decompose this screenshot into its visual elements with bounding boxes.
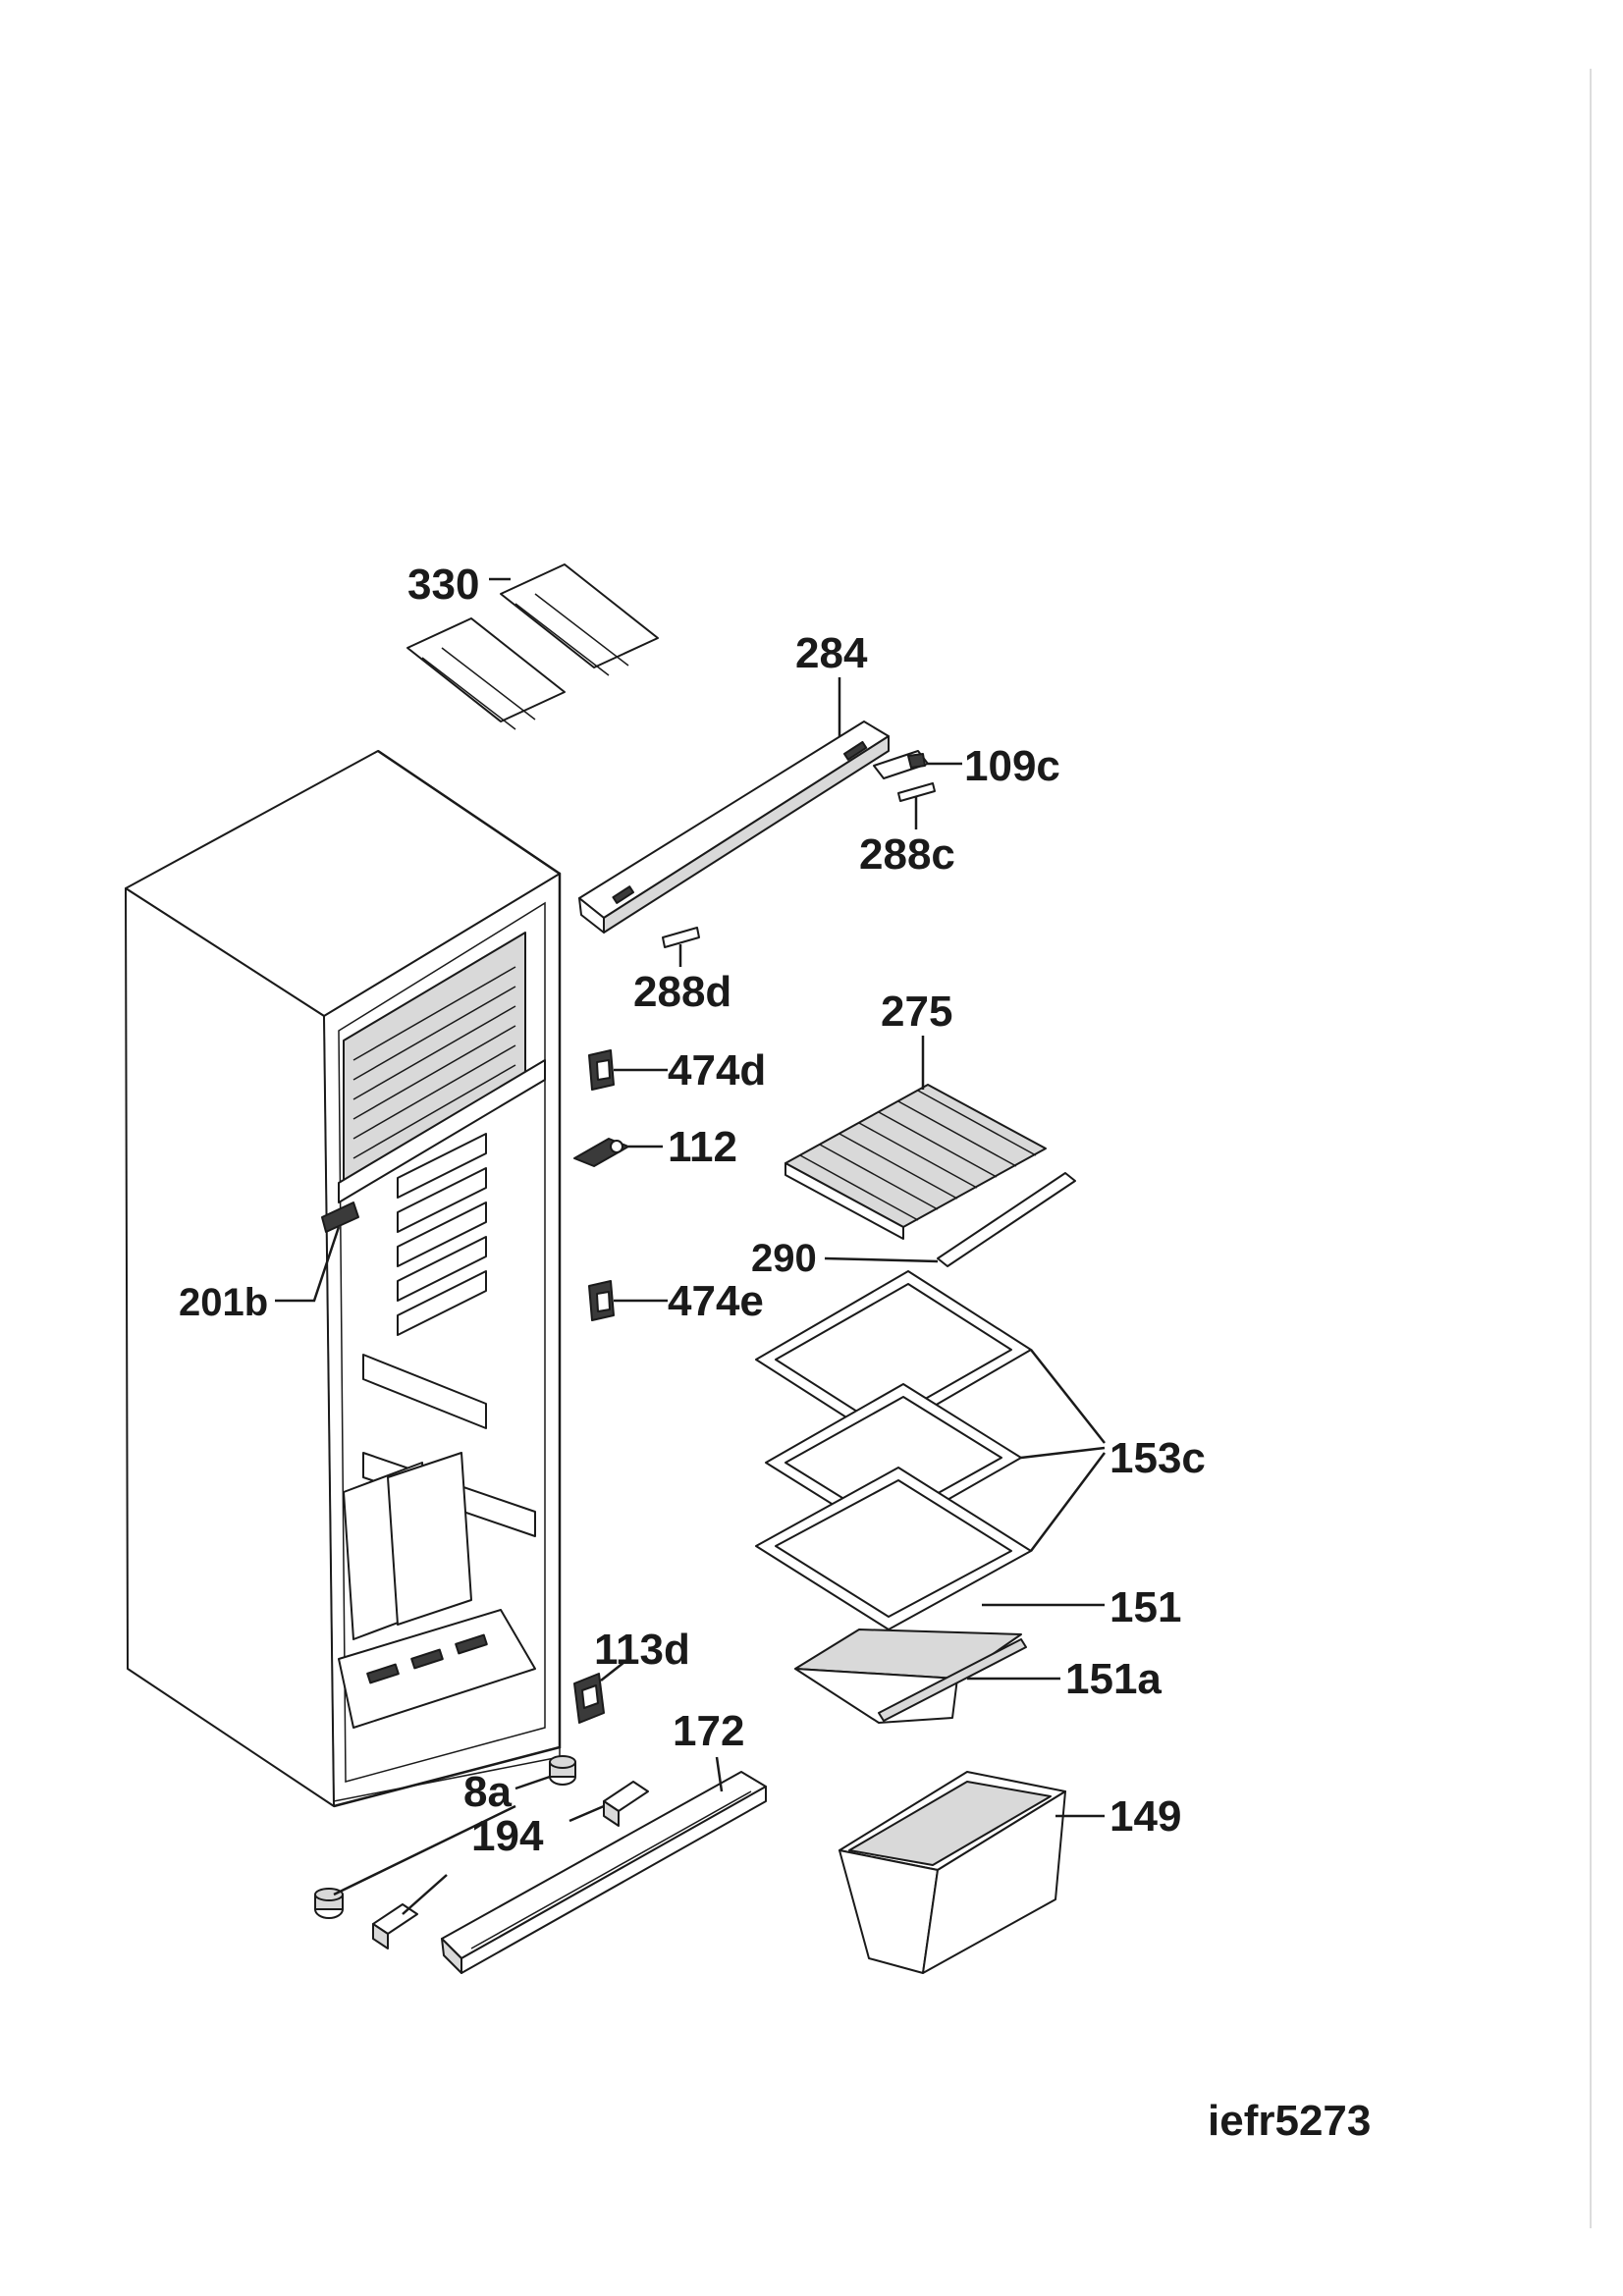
label-113d: 113d xyxy=(594,1626,690,1674)
label-149: 149 xyxy=(1109,1792,1181,1841)
label-275: 275 xyxy=(881,988,952,1036)
crisper-drawer-149 xyxy=(839,1771,1066,1974)
top-cover-284 xyxy=(578,721,890,934)
leader-153c xyxy=(1020,1349,1106,1552)
label-201b: 201b xyxy=(179,1281,268,1324)
handle-strip-172 xyxy=(441,1771,767,1974)
crisper-cover-151 xyxy=(794,1629,1027,1724)
leader-113d xyxy=(600,1658,629,1682)
label-153c: 153c xyxy=(1109,1434,1206,1482)
label-474d: 474d xyxy=(668,1046,766,1095)
leader-8a-lower xyxy=(333,1804,516,1896)
leader-172 xyxy=(715,1756,724,1792)
label-112: 112 xyxy=(668,1123,737,1171)
part-113d xyxy=(573,1673,605,1724)
trim-strip-290 xyxy=(937,1172,1076,1267)
knob-8a xyxy=(314,1755,576,1919)
label-288d: 288d xyxy=(633,968,731,1016)
fridge-cabinet xyxy=(125,749,562,1808)
label-284: 284 xyxy=(795,629,868,677)
part-288c xyxy=(897,782,936,802)
glass-shelves-153c xyxy=(755,1270,1032,1630)
part-112 xyxy=(573,1138,629,1167)
label-151a: 151a xyxy=(1065,1655,1162,1703)
part-288d xyxy=(662,927,700,948)
label-330: 330 xyxy=(407,561,479,609)
label-290: 290 xyxy=(751,1237,817,1280)
leader-194 xyxy=(568,1804,605,1823)
label-474e: 474e xyxy=(668,1277,764,1325)
reference-code: iefr5273 xyxy=(1208,2097,1371,2145)
label-8a: 8a xyxy=(463,1768,512,1816)
hinge-bracket-201b xyxy=(321,1201,359,1233)
leader-194-lower xyxy=(402,1874,448,1915)
ice-trays-330 xyxy=(406,563,659,730)
part-474e xyxy=(588,1280,615,1321)
leader-8a xyxy=(514,1775,551,1790)
label-288c: 288c xyxy=(859,830,955,879)
label-172: 172 xyxy=(673,1707,744,1755)
leader-290 xyxy=(824,1256,939,1263)
label-109c: 109c xyxy=(964,742,1060,790)
wire-shelf-275 xyxy=(784,1084,1047,1240)
leader-201b xyxy=(275,1226,341,1303)
label-194: 194 xyxy=(471,1812,544,1860)
label-151: 151 xyxy=(1109,1583,1181,1631)
part-474d xyxy=(588,1049,615,1091)
